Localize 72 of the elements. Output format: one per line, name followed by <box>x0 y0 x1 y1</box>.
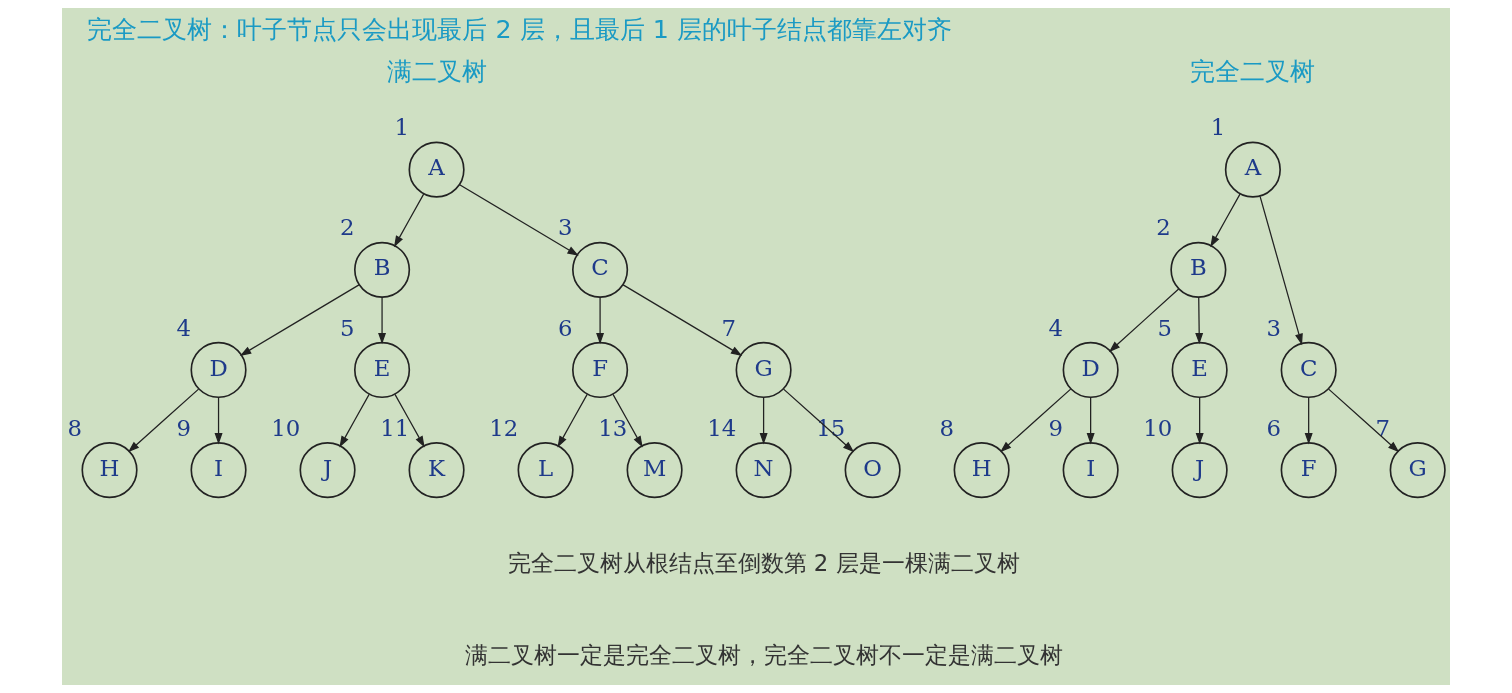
arrow <box>1259 195 1303 346</box>
node-label: 12 <box>489 414 519 441</box>
node-circle: E <box>354 341 411 399</box>
node-label: 7 <box>721 314 736 341</box>
arrow <box>394 393 425 448</box>
node-label: 4 <box>176 314 191 341</box>
node-circle: F <box>572 341 629 399</box>
arrow <box>622 284 743 356</box>
node-circle: C <box>1280 341 1337 399</box>
node-label: 10 <box>1143 414 1173 441</box>
node-circle: I <box>1062 442 1119 499</box>
node-circle: F <box>1280 442 1337 499</box>
arrow <box>612 393 643 448</box>
node-label: 3 <box>557 214 573 241</box>
arrow <box>339 393 370 448</box>
arrow <box>1195 296 1204 345</box>
arrow <box>596 296 605 345</box>
node-label: 2 <box>1156 214 1171 241</box>
node-label: 9 <box>1048 414 1064 441</box>
label: 满二叉树一定是完全二叉树，完全二叉树不一定是满二叉树 <box>464 641 1063 668</box>
node-label: 5 <box>1157 314 1173 341</box>
arrow <box>557 393 588 448</box>
arrow <box>378 296 387 345</box>
node-label: 1 <box>394 114 409 141</box>
arrow <box>1328 388 1400 453</box>
node-circle: C <box>572 241 629 298</box>
arrow <box>214 396 223 445</box>
node-circle: N <box>735 442 792 499</box>
node-label: 2 <box>339 214 355 241</box>
node-label: 1 <box>1210 114 1226 141</box>
node-label: 6 <box>557 314 573 341</box>
node-circle: A <box>1224 141 1281 198</box>
arrow <box>782 388 855 453</box>
label: 满二叉树 <box>386 56 487 87</box>
arrow <box>239 284 360 356</box>
arrow <box>1108 288 1180 353</box>
node-circle: J <box>1171 442 1228 499</box>
node-circle: E <box>1171 341 1228 399</box>
node-label: 10 <box>271 414 301 441</box>
label: 完全二叉树从根结点至倒数第 2 层是一棵满二叉树 <box>507 550 1020 577</box>
node-circle: A <box>408 141 465 198</box>
diagram-title: 完全二叉树：叶子节点只会出现最后 2 层，且最后 1 层的叶子结点都靠左对齐 <box>87 14 952 45</box>
node-circle: M <box>626 442 683 499</box>
arrow <box>393 193 425 248</box>
node-label: 8 <box>939 414 955 441</box>
node-circle: B <box>1170 241 1227 298</box>
node-circle: I <box>190 442 247 499</box>
node-label: 4 <box>1048 314 1064 341</box>
arrow <box>1000 388 1072 453</box>
arrow <box>127 388 200 453</box>
arrow <box>1210 193 1241 248</box>
node-circle: L <box>517 442 574 499</box>
node-circle: D <box>190 341 247 399</box>
node-circle: J <box>299 442 356 499</box>
label: 完全二叉树 <box>1190 56 1316 87</box>
arrow <box>1304 396 1313 445</box>
node-circle: K <box>408 442 465 499</box>
arrow <box>1086 396 1095 445</box>
arrow <box>1195 396 1204 445</box>
node-label: 8 <box>67 414 82 441</box>
node-circle: G <box>735 341 792 399</box>
node-label: 5 <box>339 314 355 341</box>
arrow <box>459 184 579 256</box>
node-label: 11 <box>380 414 410 441</box>
node-label: 6 <box>1266 414 1282 441</box>
node-label: 13 <box>598 414 628 441</box>
node-label: 9 <box>176 414 191 441</box>
node-label: 3 <box>1266 314 1282 341</box>
node-label: 14 <box>707 414 737 441</box>
node-label: 7 <box>1375 414 1391 441</box>
arrow <box>759 396 768 445</box>
node-circle: B <box>354 241 411 298</box>
